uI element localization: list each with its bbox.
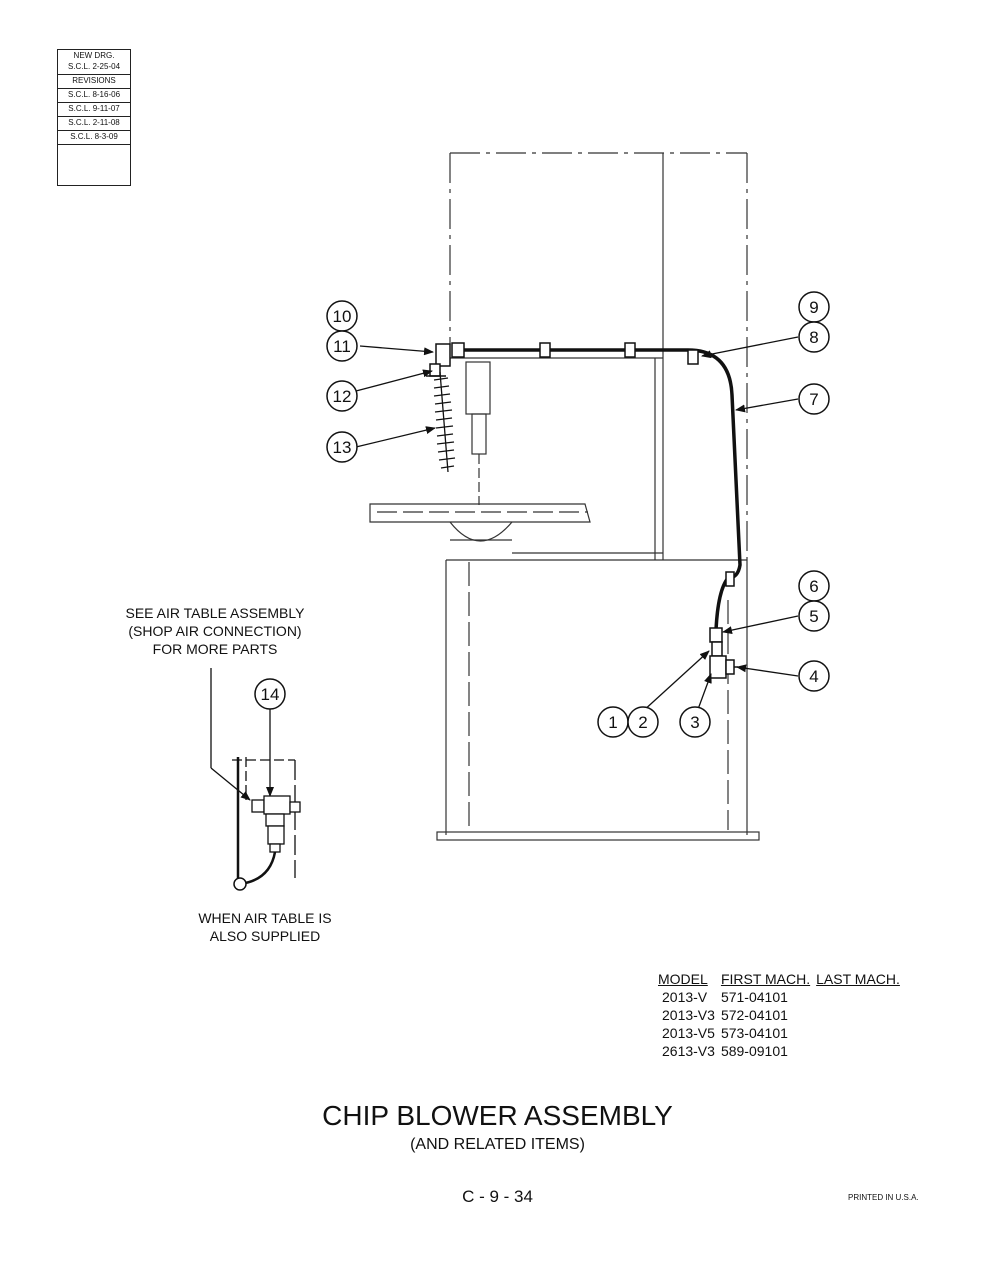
flex-nozzle bbox=[433, 371, 456, 473]
model-cell: 2013-V3 bbox=[662, 1007, 715, 1023]
table-row: 2013-V5 573-04101 bbox=[658, 1024, 906, 1042]
callout-5: 5 bbox=[809, 607, 818, 626]
callout-numbers: 10 11 12 13 9 8 7 6 5 4 1 2 3 14 bbox=[261, 298, 819, 732]
model-cell: 2613-V3 bbox=[662, 1043, 715, 1059]
callout-8: 8 bbox=[809, 328, 818, 347]
air-table-detail bbox=[210, 668, 301, 891]
blower-hose bbox=[452, 348, 742, 631]
callout-1: 1 bbox=[608, 713, 617, 732]
model-table: MODEL FIRST MACH. LAST MACH. 2013-V 571-… bbox=[658, 970, 906, 1060]
header-last-mach: LAST MACH. bbox=[816, 971, 900, 987]
supplied-note-line2: ALSO SUPPLIED bbox=[209, 928, 321, 944]
table-row: 2013-V3 572-04101 bbox=[658, 1006, 906, 1024]
header-first-mach: FIRST MACH. bbox=[720, 971, 811, 987]
air-table-note: SEE AIR TABLE ASSEMBLY (SHOP AIR CONNECT… bbox=[95, 604, 335, 658]
model-cell: 2013-V bbox=[662, 989, 708, 1005]
callout-11: 11 bbox=[333, 337, 351, 356]
page-subtitle: (AND RELATED ITEMS) bbox=[410, 1136, 585, 1153]
revision-block: NEW DRG. S.C.L. 2-25-04 REVISIONS S.C.L.… bbox=[57, 49, 131, 186]
supplied-note: WHEN AIR TABLE IS ALSO SUPPLIED bbox=[165, 909, 365, 945]
table-row: 2613-V3 589-09101 bbox=[658, 1042, 906, 1060]
first-mach-cell: 572-04101 bbox=[720, 1007, 788, 1023]
last-mach-cell bbox=[816, 1024, 906, 1042]
callout-6: 6 bbox=[809, 577, 818, 596]
revisions-label: REVISIONS bbox=[58, 75, 130, 89]
callout-10: 10 bbox=[333, 307, 352, 326]
table-row: 2013-V 571-04101 bbox=[658, 988, 906, 1006]
model-cell: 2013-V5 bbox=[662, 1025, 715, 1041]
callout-12: 12 bbox=[333, 387, 352, 406]
revision-entry: S.C.L. 8-3-09 bbox=[58, 131, 130, 145]
supplied-note-line1: WHEN AIR TABLE IS bbox=[198, 910, 332, 926]
callout-7: 7 bbox=[809, 390, 818, 409]
leader-lines bbox=[355, 336, 799, 713]
air-table-note-line2: (SHOP AIR CONNECTION) bbox=[128, 623, 302, 639]
printed-in-usa: PRINTED IN U.S.A. bbox=[848, 1193, 919, 1202]
callout-3: 3 bbox=[690, 713, 699, 732]
callout-circles bbox=[254, 291, 830, 738]
callout-13: 13 bbox=[333, 438, 352, 457]
new-drawing-cell: NEW DRG. S.C.L. 2-25-04 bbox=[58, 50, 130, 75]
revision-entry: S.C.L. 2-11-08 bbox=[58, 117, 130, 131]
page-title: CHIP BLOWER ASSEMBLY bbox=[322, 1100, 673, 1131]
revision-entry: S.C.L. 8-16-06 bbox=[58, 89, 130, 103]
model-table-header: MODEL FIRST MACH. LAST MACH. bbox=[658, 970, 906, 988]
air-table-note-line1: SEE AIR TABLE ASSEMBLY bbox=[125, 605, 305, 621]
page-number: C - 9 - 34 bbox=[462, 1187, 533, 1206]
hose-clamps bbox=[451, 342, 735, 587]
header-model: MODEL bbox=[658, 971, 708, 987]
callout-9: 9 bbox=[809, 298, 818, 317]
valve-assembly bbox=[709, 627, 738, 679]
first-mach-cell: 571-04101 bbox=[720, 989, 788, 1005]
machine-outline bbox=[369, 152, 760, 841]
new-drg-date: S.C.L. 2-25-04 bbox=[67, 62, 121, 71]
callout-14: 14 bbox=[261, 685, 280, 704]
first-mach-cell: 589-09101 bbox=[720, 1043, 788, 1059]
last-mach-cell bbox=[816, 1042, 906, 1060]
new-drg-label: NEW DRG. bbox=[73, 51, 115, 60]
callout-4: 4 bbox=[809, 667, 818, 686]
air-table-note-line3: FOR MORE PARTS bbox=[152, 641, 278, 657]
revision-entry: S.C.L. 9-11-07 bbox=[58, 103, 130, 117]
first-mach-cell: 573-04101 bbox=[720, 1025, 788, 1041]
last-mach-cell bbox=[816, 1006, 906, 1024]
callout-2: 2 bbox=[638, 713, 647, 732]
last-mach-cell bbox=[816, 988, 906, 1006]
